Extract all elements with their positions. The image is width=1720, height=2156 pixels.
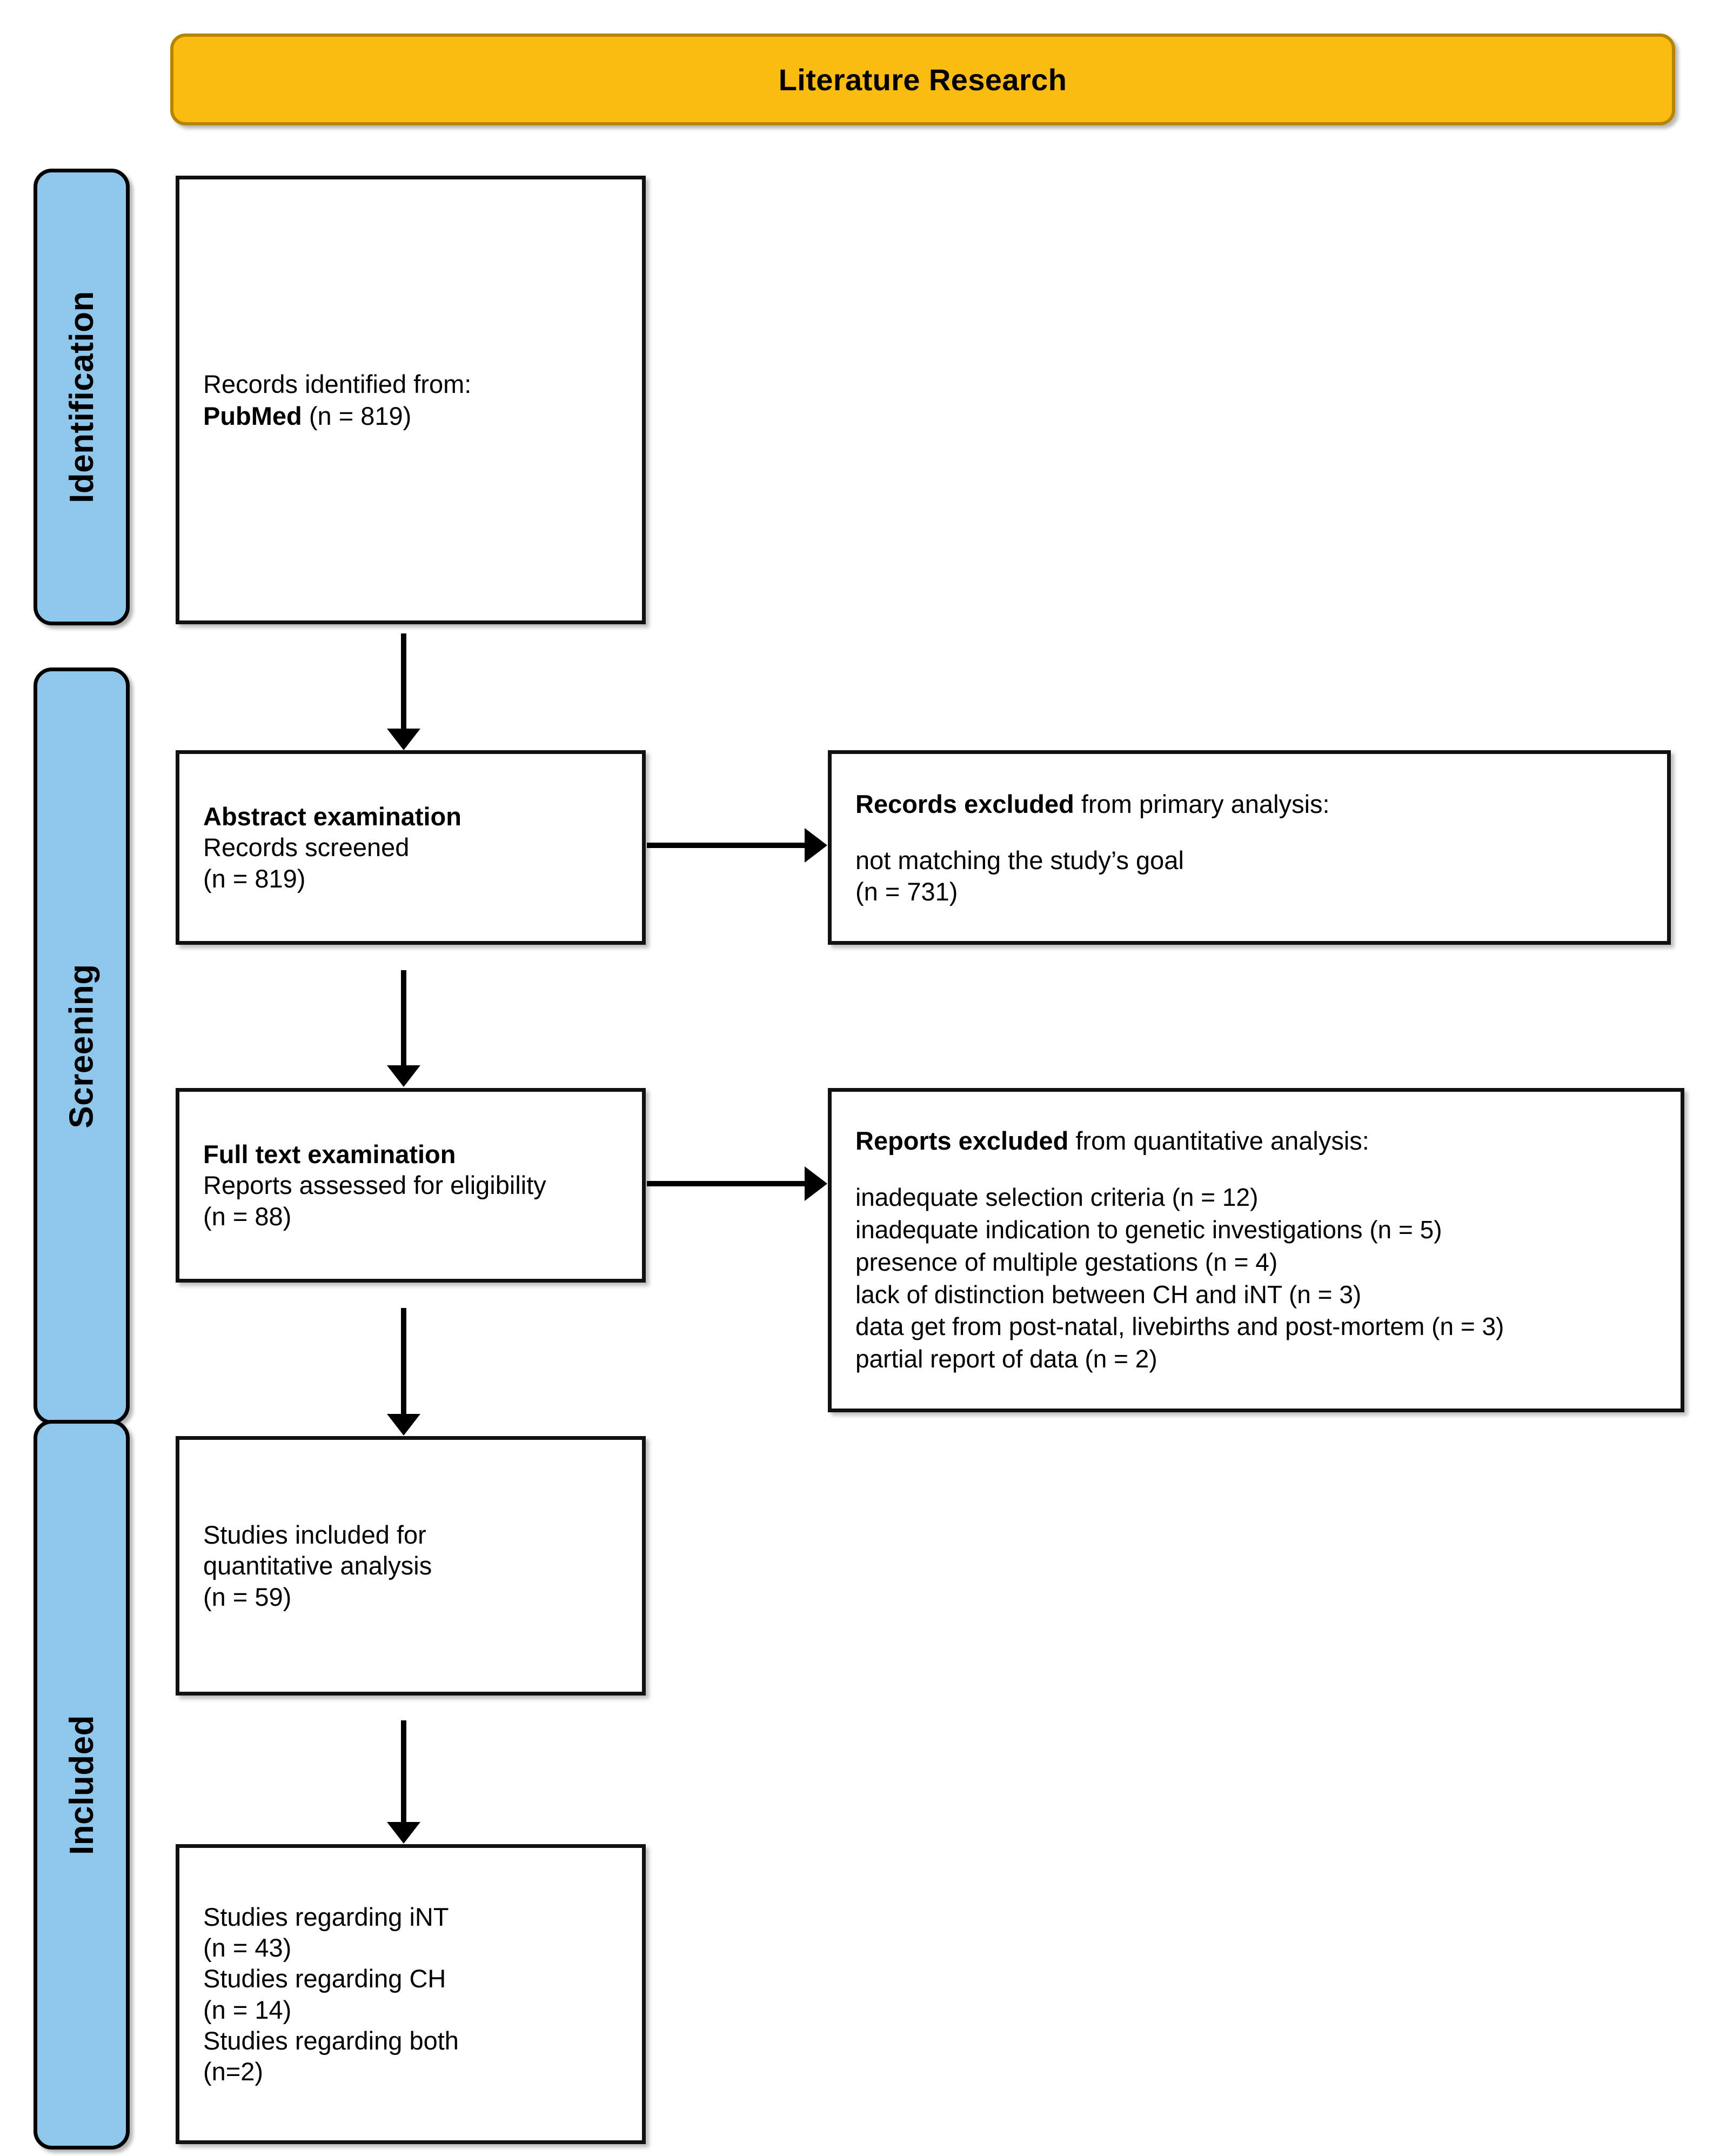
stage-label-included: Included [63, 1714, 101, 1855]
arrow-down-icon-included-to-breakdown [387, 1720, 420, 1844]
arrow-down-icon-identified-to-abstract [387, 633, 420, 750]
box-abstract-examination: Abstract examination Records screened (n… [176, 750, 646, 945]
page-title: Literature Research [778, 62, 1067, 97]
studies-int-count: (n = 43) [203, 1933, 292, 1962]
records-excluded-heading-bold: Records excluded [855, 790, 1074, 819]
literature-research-header: Literature Research [170, 34, 1675, 125]
list-item: inadequate indication to genetic investi… [855, 1216, 1442, 1244]
stage-bar-identification: Identification [34, 169, 130, 625]
included-quant-count: (n = 59) [203, 1582, 292, 1611]
fulltext-assessed: Reports assessed for eligibility [203, 1171, 546, 1200]
stage-label-identification: Identification [63, 291, 101, 503]
reports-excluded-heading: Reports excluded from quantitative analy… [855, 1125, 1657, 1157]
box-full-text-examination: Full text examination Reports assessed f… [176, 1088, 646, 1283]
box-records-excluded: Records excluded from primary analysis: … [828, 750, 1671, 945]
included-quant-line1: Studies included for [203, 1520, 426, 1549]
list-item: partial report of data (n = 2) [855, 1345, 1157, 1373]
records-excluded-heading-rest: from primary analysis: [1074, 790, 1330, 819]
records-identified-source: PubMed (n = 819) [203, 400, 618, 432]
records-excluded-reason: not matching the study’s goal [855, 846, 1184, 875]
list-item: presence of multiple gestations (n = 4) [855, 1247, 1278, 1276]
abstract-screened: Records screened [203, 833, 410, 862]
abstract-title: Abstract examination [203, 801, 618, 832]
arrow-down-icon-abstract-to-fulltext [387, 970, 420, 1087]
fulltext-title: Full text examination [203, 1139, 618, 1170]
reports-excluded-heading-rest: from quantitative analysis: [1068, 1126, 1369, 1155]
arrow-right-icon-fulltext-to-excluded [647, 1166, 827, 1201]
stage-label-screening: Screening [63, 963, 101, 1129]
box-records-identified: Records identified from: PubMed (n = 819… [176, 176, 646, 624]
reports-excluded-reason-list: inadequate selection criteria (n = 12) i… [855, 1182, 1657, 1376]
studies-ch-count: (n = 14) [203, 1995, 292, 2024]
records-excluded-count: (n = 731) [855, 877, 958, 906]
source-name: PubMed [203, 402, 302, 430]
arrow-right-icon-abstract-to-excluded [647, 828, 827, 863]
stage-bar-included: Included [34, 1420, 130, 2150]
records-excluded-heading: Records excluded from primary analysis: [855, 788, 1643, 820]
source-count: (n = 819) [302, 402, 412, 430]
records-identified-line: Records identified from: [203, 369, 472, 398]
arrow-down-icon-fulltext-to-included [387, 1308, 420, 1436]
box-reports-excluded: Reports excluded from quantitative analy… [828, 1088, 1684, 1412]
fulltext-title-text: Full text examination [203, 1140, 456, 1169]
studies-both-label: Studies regarding both [203, 2026, 459, 2055]
stage-bar-screening: Screening [34, 668, 130, 1424]
studies-ch-label: Studies regarding CH [203, 1964, 446, 1993]
list-item: data get from post-natal, livebirths and… [855, 1312, 1504, 1341]
list-item: inadequate selection criteria (n = 12) [855, 1183, 1259, 1212]
fulltext-count: (n = 88) [203, 1202, 292, 1231]
abstract-count: (n = 819) [203, 864, 306, 893]
included-quant-line2: quantitative analysis [203, 1551, 432, 1580]
studies-int-label: Studies regarding iNT [203, 1902, 449, 1931]
reports-excluded-heading-bold: Reports excluded [855, 1126, 1069, 1155]
box-studies-breakdown: Studies regarding iNT (n = 43) Studies r… [176, 1844, 646, 2144]
studies-both-count: (n=2) [203, 2057, 264, 2086]
list-item: lack of distinction between CH and iNT (… [855, 1280, 1362, 1309]
box-studies-included-quantitative: Studies included for quantitative analys… [176, 1436, 646, 1696]
abstract-title-text: Abstract examination [203, 802, 461, 831]
